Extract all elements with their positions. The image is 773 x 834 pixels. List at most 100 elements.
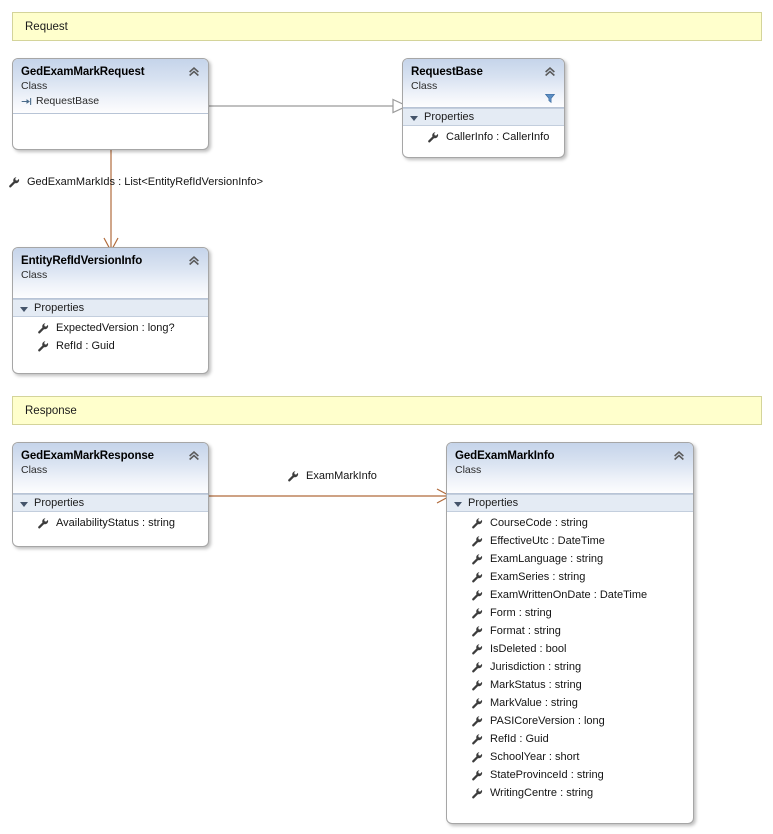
wrench-icon — [472, 752, 483, 763]
member-label: ExamWrittenOnDate : DateTime — [490, 589, 648, 601]
association-label-text: ExamMarkInfo — [306, 470, 377, 482]
class-name: EntityRefIdVersionInfo — [21, 255, 143, 267]
member-row[interactable]: MarkValue : string — [447, 694, 693, 712]
triangle-down-icon — [410, 115, 418, 121]
member-row[interactable]: ExamWrittenOnDate : DateTime — [447, 586, 693, 604]
member-label: RefId : Guid — [490, 733, 549, 745]
filter-icon[interactable] — [544, 92, 556, 104]
class-ged-exam-mark-request[interactable]: GedExamMarkRequest Class RequestBase — [12, 58, 209, 150]
wrench-icon — [472, 518, 483, 529]
member-label: RefId : Guid — [56, 340, 115, 352]
compartment-title-label: Properties — [34, 497, 85, 509]
wrench-icon — [472, 716, 483, 727]
wrench-icon — [38, 323, 49, 334]
member-row[interactable]: CourseCode : string — [447, 514, 693, 532]
wrench-icon — [428, 132, 439, 143]
member-label: Jurisdiction : string — [490, 661, 582, 673]
member-row[interactable]: ExamSeries : string — [447, 568, 693, 586]
chevron-up-icon[interactable] — [187, 254, 201, 268]
response-banner[interactable]: Response — [12, 396, 762, 425]
triangle-down-icon — [454, 501, 462, 507]
response-banner-label: Response — [25, 404, 77, 417]
association-connector-exam-mark-info — [208, 488, 452, 504]
member-label: ExamSeries : string — [490, 571, 586, 583]
member-row[interactable]: RefId : Guid — [447, 730, 693, 748]
member-label: PASICoreVersion : long — [490, 715, 605, 727]
class-ged-exam-mark-info[interactable]: GedExamMarkInfo Class Properties CourseC… — [446, 442, 694, 824]
class-name: GedExamMarkInfo — [455, 450, 555, 462]
member-row[interactable]: WritingCentre : string — [447, 784, 693, 802]
chevron-up-icon[interactable] — [672, 449, 686, 463]
chevron-up-icon[interactable] — [543, 65, 557, 79]
association-connector-mark-ids — [103, 150, 119, 253]
triangle-down-icon — [20, 501, 28, 507]
wrench-icon — [472, 536, 483, 547]
member-label: Format : string — [490, 625, 561, 637]
association-label-text: GedExamMarkIds : List<EntityRefIdVersion… — [27, 176, 264, 188]
wrench-icon — [472, 788, 483, 799]
member-label: MarkStatus : string — [490, 679, 582, 691]
members-list: ExpectedVersion : long? RefId : Guid — [13, 317, 208, 361]
chevron-up-icon[interactable] — [187, 449, 201, 463]
member-row[interactable]: Form : string — [447, 604, 693, 622]
class-name: RequestBase — [411, 66, 483, 78]
class-request-base[interactable]: RequestBase Class Properties CallerInfo … — [402, 58, 565, 158]
class-ged-exam-mark-response[interactable]: GedExamMarkResponse Class Properties Ava… — [12, 442, 209, 547]
wrench-icon — [9, 177, 20, 188]
wrench-icon — [472, 608, 483, 619]
compartment-header-properties[interactable]: Properties — [13, 494, 208, 512]
member-label: AvailabilityStatus : string — [56, 517, 176, 529]
class-base-row: RequestBase — [21, 94, 200, 108]
class-header: EntityRefIdVersionInfo Class — [13, 248, 208, 299]
chevron-up-icon[interactable] — [187, 65, 201, 79]
member-label: EffectiveUtc : DateTime — [490, 535, 605, 547]
member-row[interactable]: IsDeleted : bool — [447, 640, 693, 658]
class-name: GedExamMarkResponse — [21, 450, 154, 462]
inherits-arrow-icon — [21, 97, 32, 105]
member-row[interactable]: MarkStatus : string — [447, 676, 693, 694]
wrench-icon — [288, 471, 299, 482]
compartment-title-label: Properties — [468, 497, 519, 509]
members-list: CallerInfo : CallerInfo — [403, 126, 564, 152]
class-empty-compartment — [13, 114, 208, 140]
member-label: ExpectedVersion : long? — [56, 322, 175, 334]
member-row[interactable]: ExamLanguage : string — [447, 550, 693, 568]
member-row[interactable]: EffectiveUtc : DateTime — [447, 532, 693, 550]
class-entity-refid-version-info[interactable]: EntityRefIdVersionInfo Class Properties … — [12, 247, 209, 374]
request-banner-label: Request — [25, 20, 68, 33]
member-row[interactable]: SchoolYear : short — [447, 748, 693, 766]
class-header: GedExamMarkInfo Class — [447, 443, 693, 494]
inheritance-connector-request-base — [205, 98, 409, 114]
member-label: StateProvinceId : string — [490, 769, 604, 781]
members-list: AvailabilityStatus : string — [13, 512, 208, 538]
association-label-exam-mark-info: ExamMarkInfo — [287, 470, 377, 482]
wrench-icon — [472, 590, 483, 601]
class-header: GedExamMarkResponse Class — [13, 443, 208, 494]
member-row[interactable]: Format : string — [447, 622, 693, 640]
member-row[interactable]: StateProvinceId : string — [447, 766, 693, 784]
member-row[interactable]: ExpectedVersion : long? — [13, 319, 208, 337]
class-stereotype: Class — [411, 80, 438, 92]
compartment-header-properties[interactable]: Properties — [13, 299, 208, 317]
class-stereotype: Class — [21, 80, 48, 92]
wrench-icon — [38, 341, 49, 352]
class-header: RequestBase Class — [403, 59, 564, 108]
member-label: IsDeleted : bool — [490, 643, 567, 655]
member-row[interactable]: PASICoreVersion : long — [447, 712, 693, 730]
wrench-icon — [472, 572, 483, 583]
class-base-name: RequestBase — [36, 95, 100, 107]
member-row[interactable]: AvailabilityStatus : string — [13, 514, 208, 532]
member-label: Form : string — [490, 607, 552, 619]
class-name: GedExamMarkRequest — [21, 66, 145, 78]
member-label: MarkValue : string — [490, 697, 578, 709]
member-label: CallerInfo : CallerInfo — [446, 131, 550, 143]
member-row[interactable]: RefId : Guid — [13, 337, 208, 355]
compartment-header-properties[interactable]: Properties — [447, 494, 693, 512]
member-row[interactable]: CallerInfo : CallerInfo — [403, 128, 564, 146]
class-stereotype: Class — [21, 269, 48, 281]
member-label: ExamLanguage : string — [490, 553, 604, 565]
wrench-icon — [472, 626, 483, 637]
member-row[interactable]: Jurisdiction : string — [447, 658, 693, 676]
request-banner[interactable]: Request — [12, 12, 762, 41]
compartment-header-properties[interactable]: Properties — [403, 108, 564, 126]
